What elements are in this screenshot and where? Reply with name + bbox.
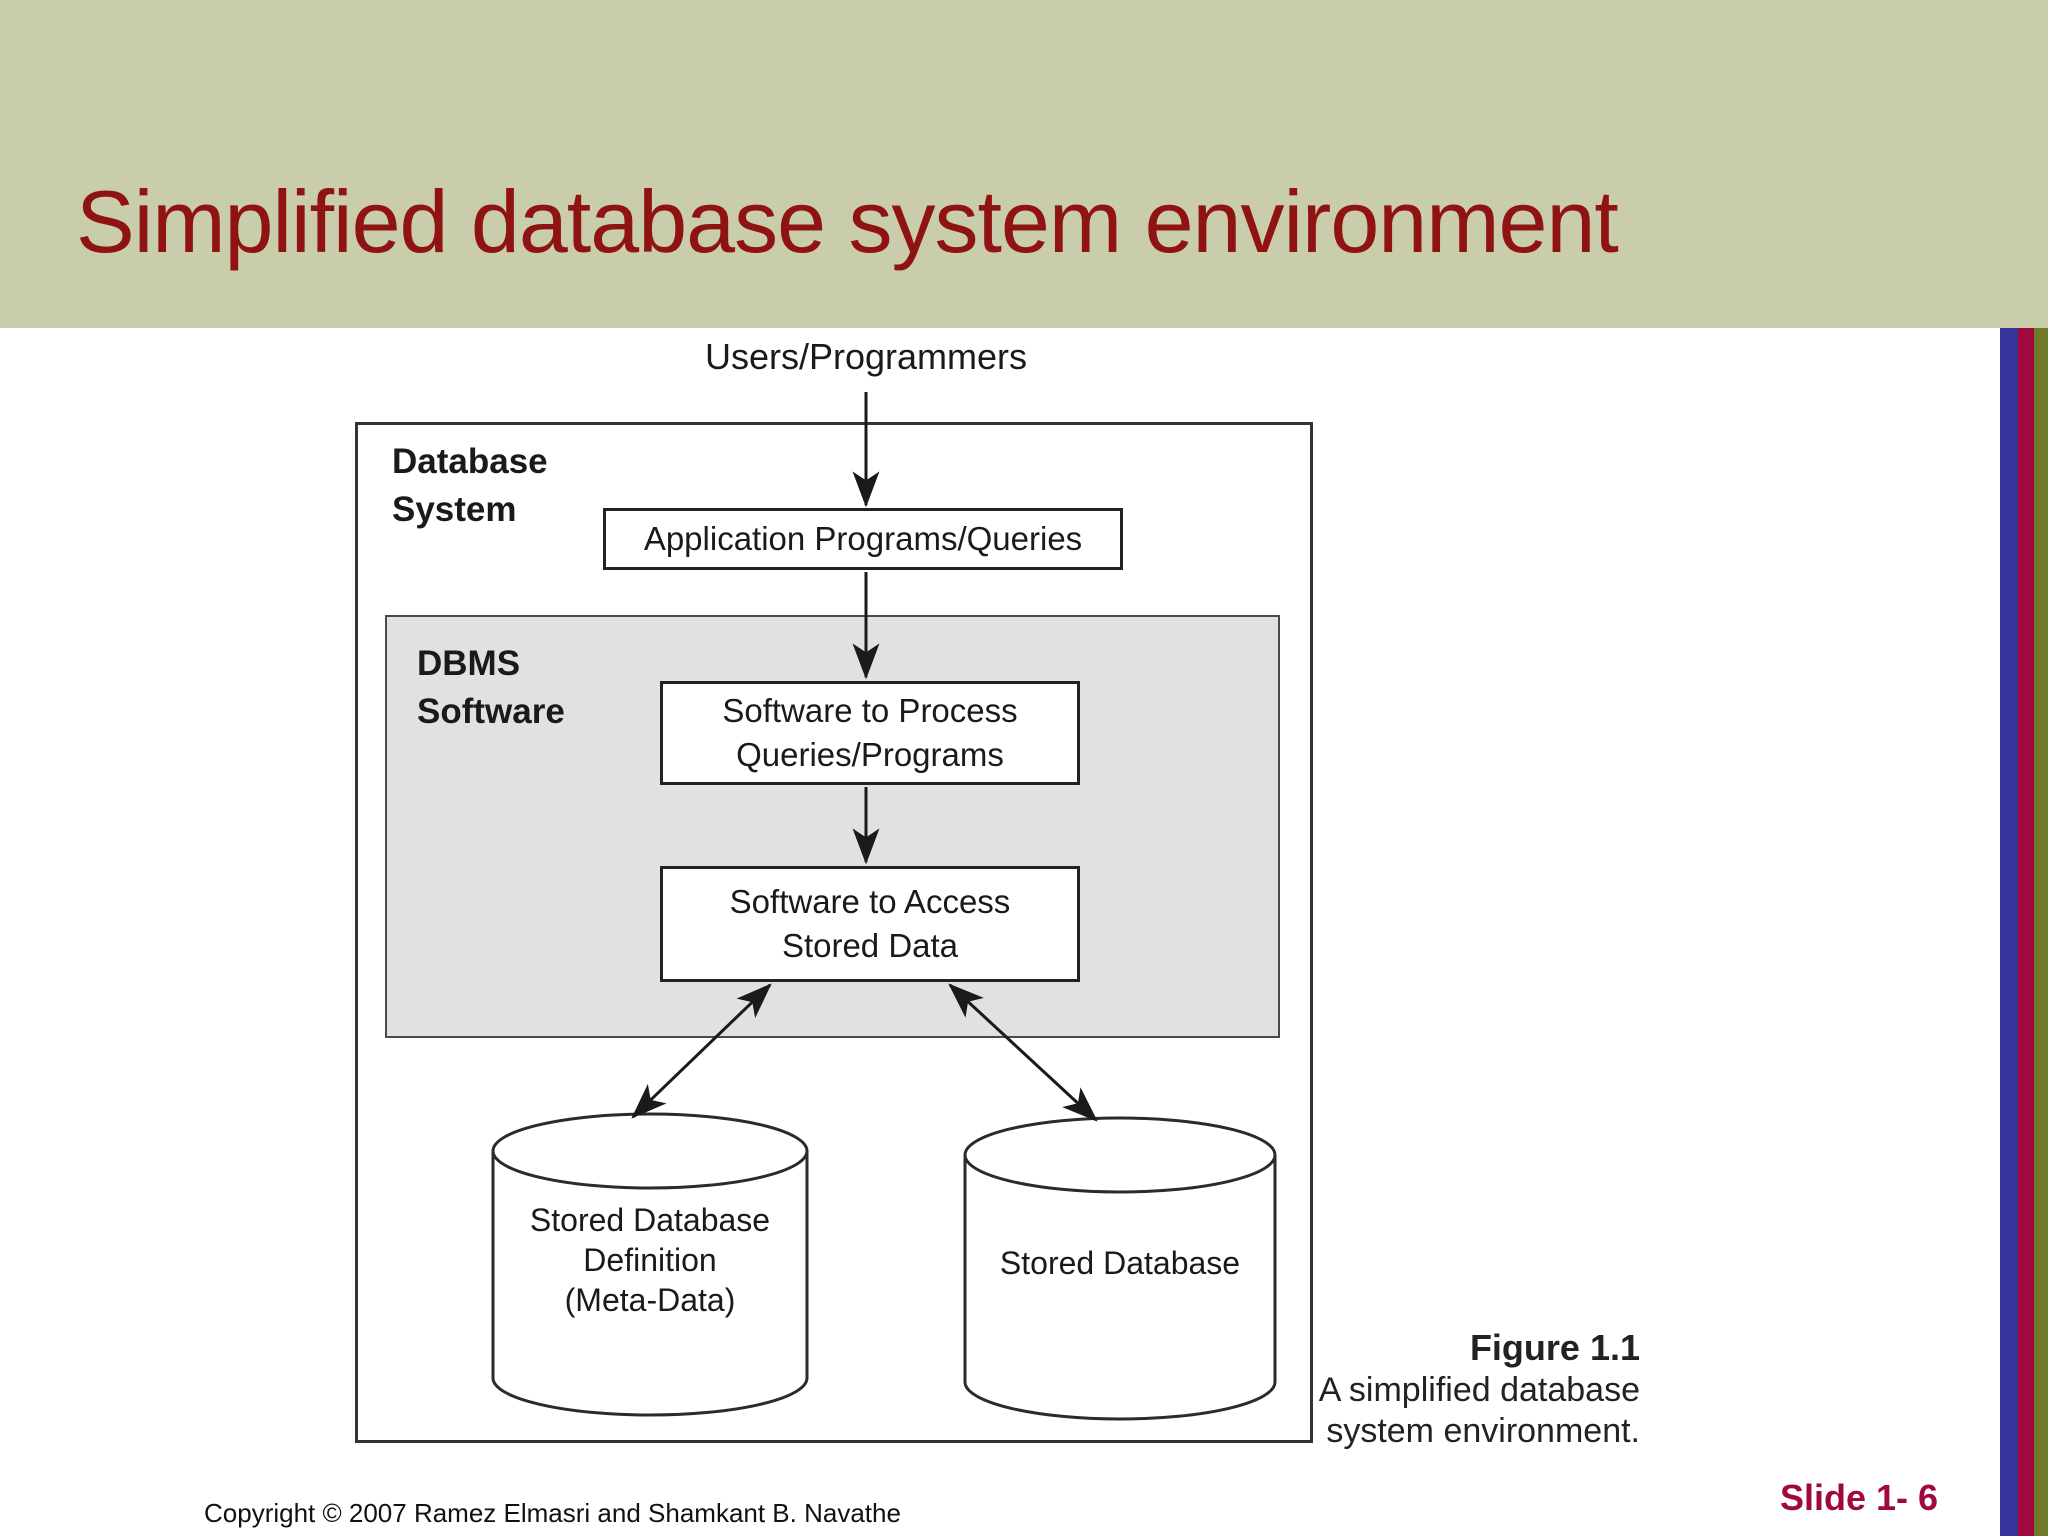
stored-database-definition-label: Stored Database Definition (Meta-Data) bbox=[529, 1202, 771, 1318]
right-stripe-crimson bbox=[2018, 328, 2034, 1536]
database-system-label: Database System bbox=[392, 442, 548, 529]
slide-title: Simplified database system environment bbox=[76, 172, 1619, 271]
dbms-software-label: DBMS Software bbox=[417, 644, 565, 731]
copyright-text: Copyright © 2007 Ramez Elmasri and Shamk… bbox=[204, 1498, 901, 1528]
stored-database-label: Stored Database bbox=[999, 1245, 1241, 1281]
figure-caption-line1: A simplified database bbox=[1318, 1371, 1640, 1409]
header-band: Simplified database system environment bbox=[0, 0, 2048, 328]
users-programmers-label: Users/Programmers bbox=[704, 336, 1028, 377]
application-programs-box: Application Programs/Queries bbox=[603, 508, 1123, 570]
slide-number: Slide 1- 6 bbox=[1780, 1477, 1939, 1518]
right-stripe-olive bbox=[2034, 328, 2048, 1536]
database-system-box bbox=[355, 422, 1313, 1443]
software-process-queries-box: Software to Process Queries/Programs bbox=[660, 681, 1080, 785]
figure-caption: Figure 1.1 A simplified database system … bbox=[1240, 1326, 1640, 1452]
right-stripe-blue bbox=[2000, 328, 2018, 1536]
figure-number: Figure 1.1 bbox=[1469, 1327, 1640, 1368]
software-access-data-box: Software to Access Stored Data bbox=[660, 866, 1080, 982]
figure-caption-line2: system environment. bbox=[1326, 1412, 1640, 1450]
